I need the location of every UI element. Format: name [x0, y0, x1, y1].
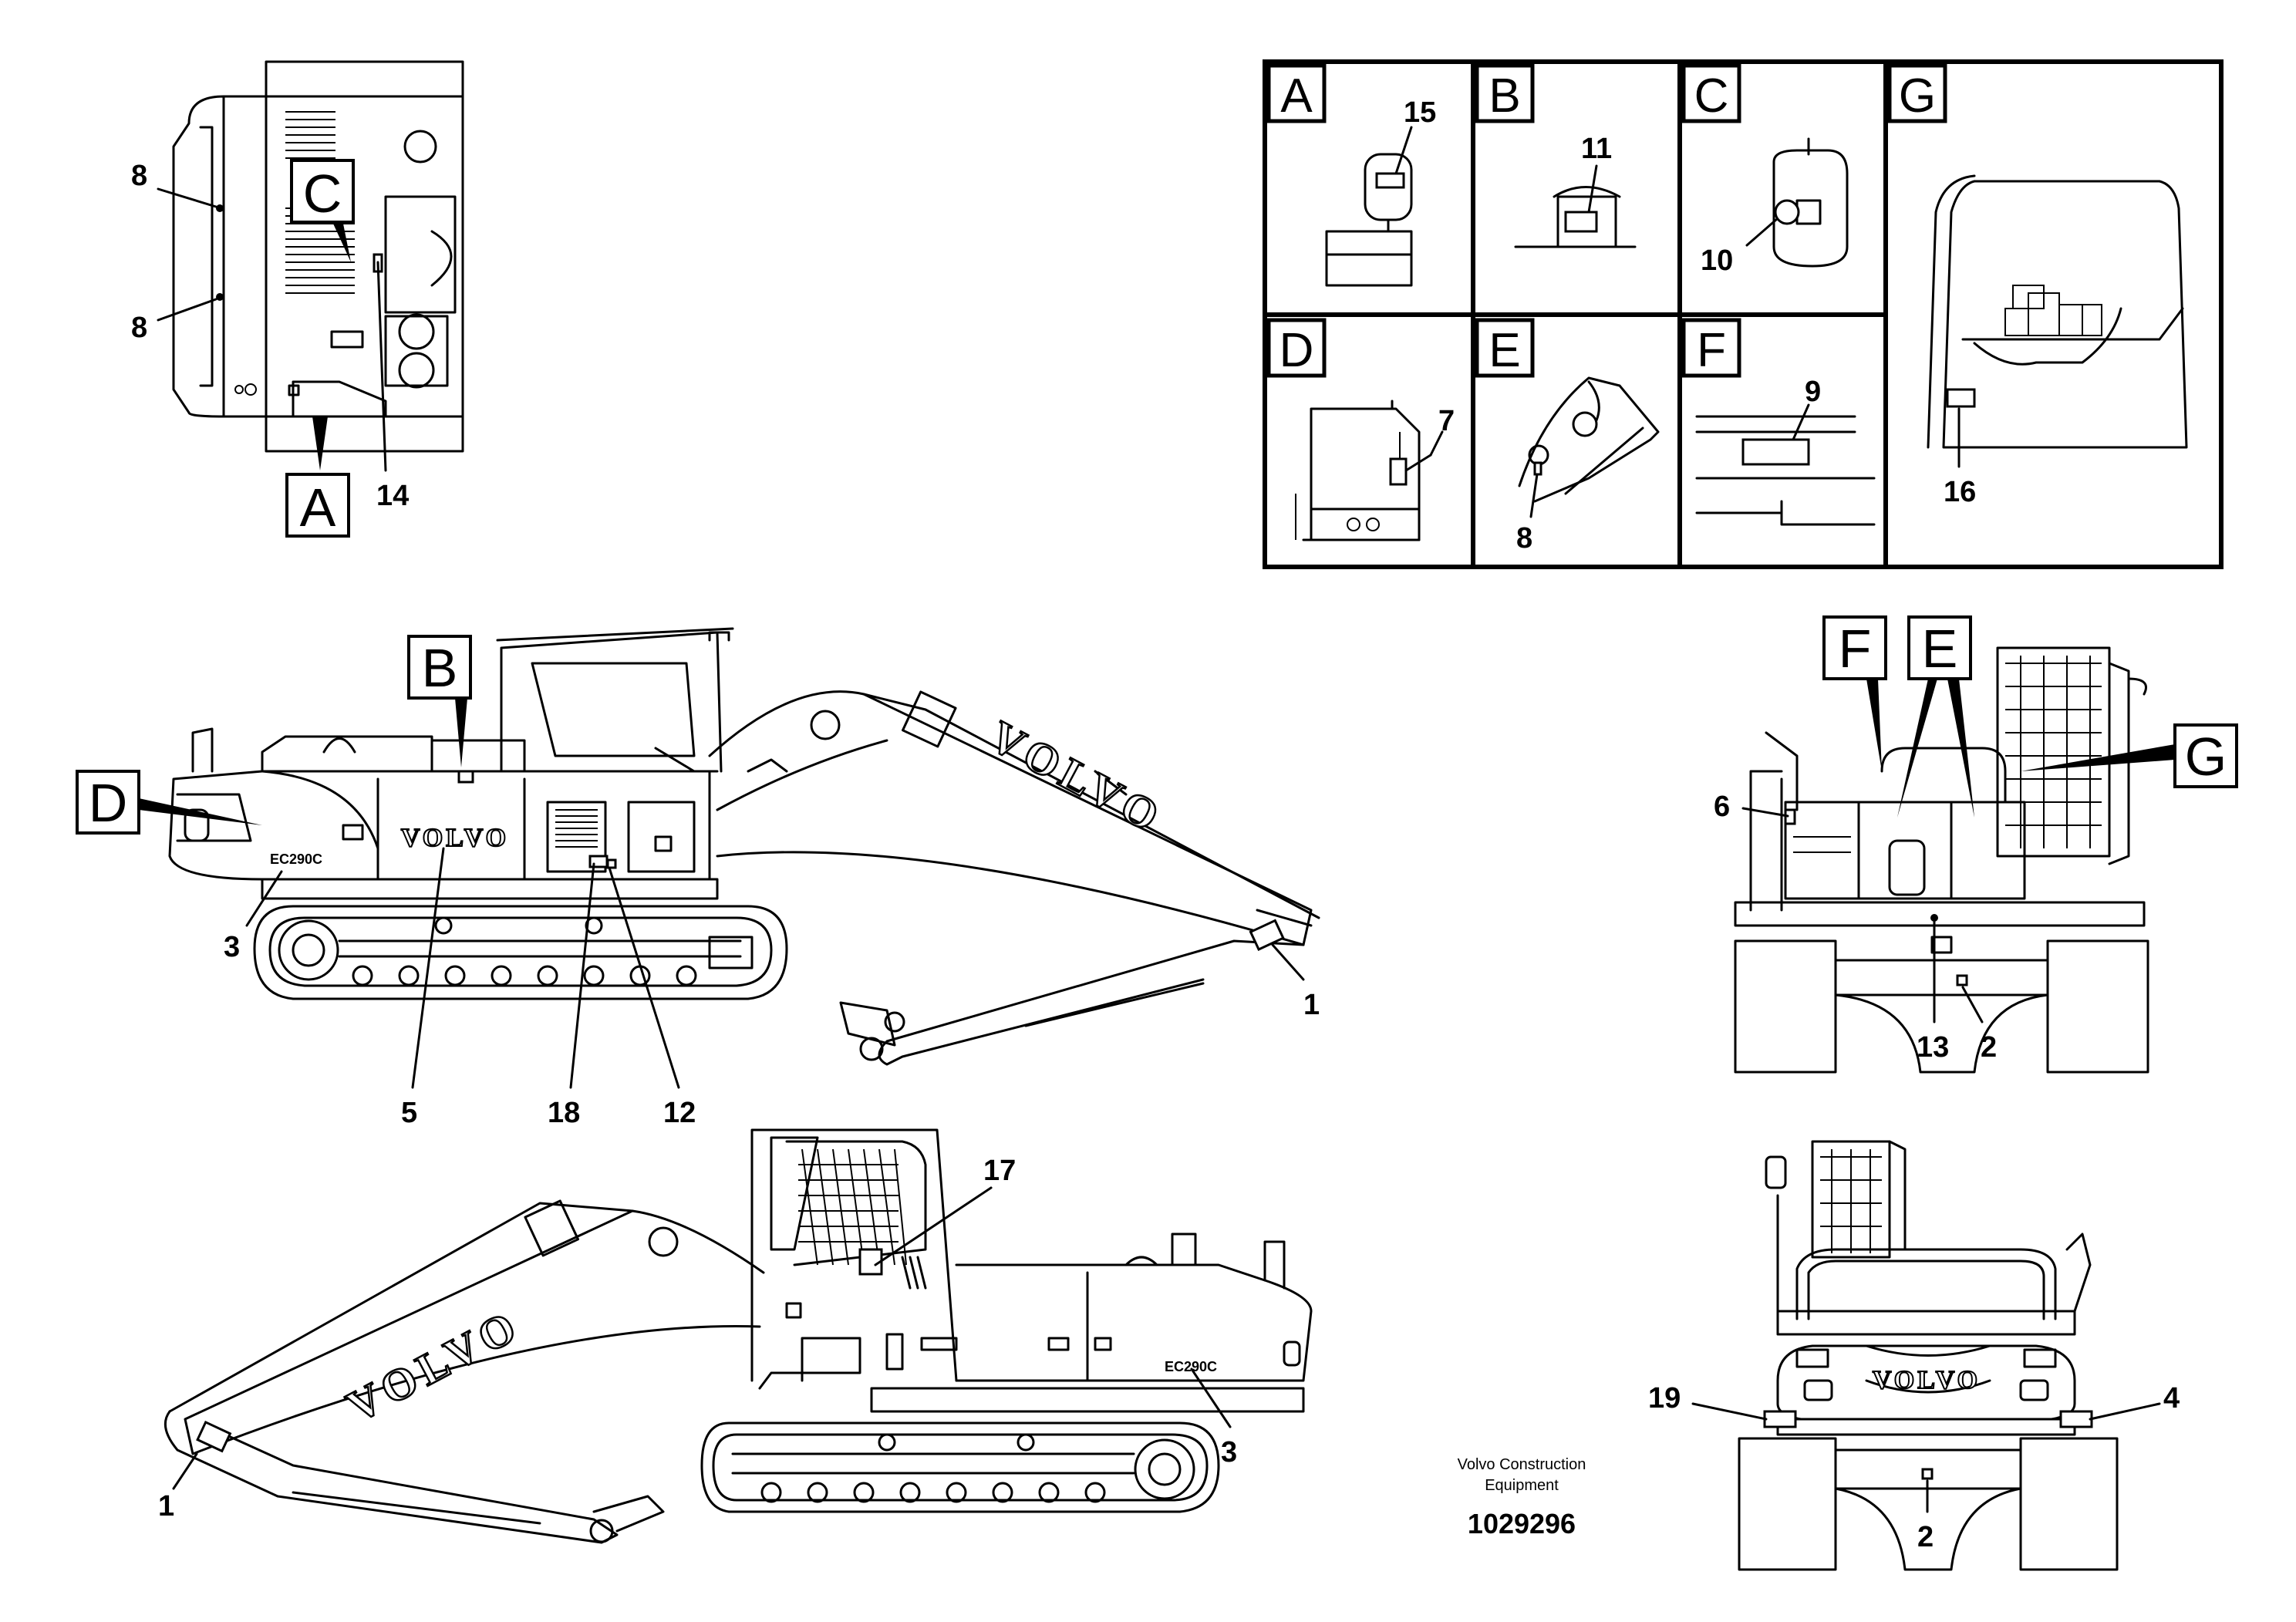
callout-18: 18: [548, 1097, 580, 1129]
rear-view: VOLVO 19 4 2: [1648, 1140, 2180, 1571]
callout-2-rear: 2: [1917, 1521, 1934, 1553]
callout-10: 10: [1701, 244, 1733, 277]
brand-logo-rear: VOLVO: [1873, 1366, 1981, 1394]
boom-brand-left: VOLVO: [982, 711, 1172, 844]
panel-letter-E: E: [1489, 324, 1520, 377]
callout-14: 14: [376, 480, 409, 512]
callout-box-E: E: [1922, 619, 1958, 679]
boom-brand-right: VOLVO: [339, 1299, 529, 1431]
top-view: 8 8 C 14 A: [131, 60, 464, 538]
callout-8-top-a: 8: [131, 160, 147, 192]
callout-1-right: 1: [158, 1490, 174, 1523]
callout-12: 12: [663, 1097, 696, 1129]
callout-5: 5: [401, 1097, 417, 1129]
panel-A: A 15: [1266, 63, 1436, 287]
callout-4: 4: [2163, 1382, 2180, 1415]
model-badge-side: EC290C: [270, 851, 322, 867]
panel-D: D 7: [1266, 318, 1455, 541]
callout-3-right: 3: [1221, 1436, 1237, 1469]
footer: Volvo Construction Equipment 1029296: [1458, 1456, 1586, 1539]
callout-box-C-top: C: [303, 164, 342, 224]
panel-letter-B: B: [1489, 69, 1520, 123]
callout-1-left: 1: [1303, 989, 1320, 1021]
callout-box-F: F: [1839, 619, 1872, 679]
callout-17: 17: [983, 1155, 1016, 1187]
callout-box-D: D: [89, 773, 128, 833]
side-view-left: VOLVO EC290C VOLVO: [76, 627, 1320, 1129]
callout-3-left: 3: [224, 931, 240, 963]
callout-box-G: G: [2185, 727, 2227, 787]
callout-box-B: B: [422, 638, 458, 698]
callout-9: 9: [1805, 376, 1821, 408]
panel-E: E 8: [1475, 318, 1660, 555]
panel-B: B 11: [1475, 63, 1637, 248]
callout-8-detail: 8: [1516, 522, 1532, 555]
panel-letter-D: D: [1279, 324, 1314, 377]
panel-C: C 10: [1681, 63, 1849, 277]
callout-6: 6: [1714, 791, 1730, 823]
panel-letter-F: F: [1697, 324, 1726, 377]
callout-box-A-top: A: [300, 477, 336, 538]
part-number: 1029296: [1468, 1508, 1576, 1539]
callout-19: 19: [1648, 1382, 1681, 1415]
side-view-right: EC290C VOLVO 1 3 17: [158, 1128, 1313, 1544]
panel-F: F 9: [1681, 318, 1876, 526]
callout-15: 15: [1404, 96, 1436, 129]
front-view: F E G 6 13 2: [1714, 615, 2238, 1074]
company-name-line1: Volvo Construction: [1458, 1456, 1586, 1473]
callout-2-front: 2: [1981, 1031, 1997, 1064]
panel-letter-G: G: [1899, 69, 1936, 123]
company-name-line2: Equipment: [1485, 1477, 1559, 1494]
panel-letter-A: A: [1280, 69, 1313, 123]
callout-7: 7: [1438, 405, 1455, 437]
callout-16: 16: [1944, 476, 1976, 508]
callout-11: 11: [1581, 133, 1612, 165]
callout-8-top-b: 8: [131, 312, 147, 344]
panel-G: G 16: [1887, 63, 2188, 508]
brand-logo-side: VOLVO: [401, 824, 509, 852]
model-badge-right: EC290C: [1165, 1359, 1217, 1374]
panel-letter-C: C: [1694, 69, 1729, 123]
callout-13: 13: [1917, 1031, 1949, 1064]
detail-panels: A 15 B 11 C 10: [1263, 59, 2224, 569]
